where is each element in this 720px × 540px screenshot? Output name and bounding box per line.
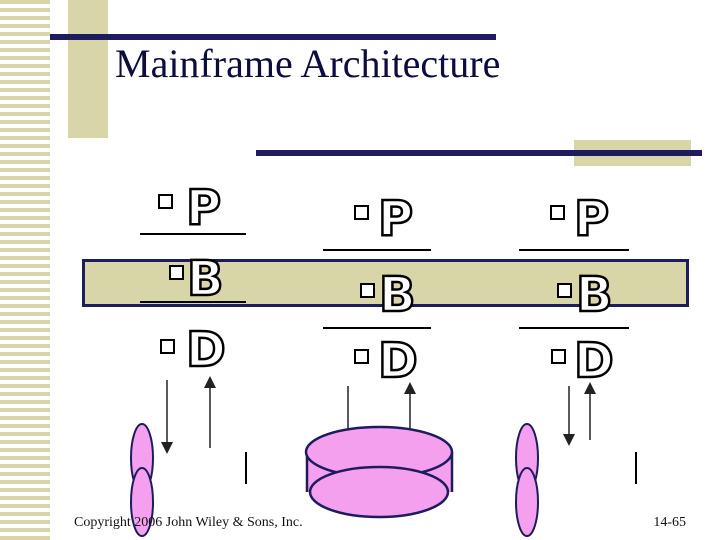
storage-disk-bottom xyxy=(515,467,539,537)
copyright-footer: Copyright 2006 John Wiley & Sons, Inc. xyxy=(74,515,303,530)
layer-label-business: B xyxy=(187,251,224,307)
storage-disk-bottom xyxy=(130,467,154,537)
layer-label-business: B xyxy=(576,267,613,323)
bullet-box xyxy=(354,349,369,364)
bullet-box xyxy=(551,349,566,364)
title-rule xyxy=(50,34,496,40)
layer-label-business: B xyxy=(379,267,416,323)
bullet-box xyxy=(160,339,175,354)
slide-title: Mainframe Architecture xyxy=(115,41,501,86)
bullet-box xyxy=(557,283,572,298)
bullet-box xyxy=(158,194,173,209)
mid-rule xyxy=(256,150,702,156)
layer-label-presentation: P xyxy=(574,191,609,247)
layer-label-data: D xyxy=(378,333,418,389)
title-accent-block xyxy=(68,0,108,138)
column-left: P B D xyxy=(130,179,247,537)
layer-label-data: D xyxy=(186,322,226,378)
layer-label-data: D xyxy=(574,333,614,389)
bullet-box xyxy=(354,205,369,220)
bullet-box xyxy=(169,265,184,280)
mainframe-storage-cylinder xyxy=(304,425,454,519)
decorative-stripes xyxy=(0,0,50,540)
bullet-box xyxy=(360,283,375,298)
slide-number: 14-65 xyxy=(653,515,686,530)
column-right: P B D xyxy=(515,190,637,537)
column-middle: P B D xyxy=(304,190,454,519)
cylinder-bottom xyxy=(308,465,450,519)
layer-label-presentation: P xyxy=(378,191,413,247)
bullet-box xyxy=(550,205,565,220)
layer-label-presentation: P xyxy=(186,180,221,236)
